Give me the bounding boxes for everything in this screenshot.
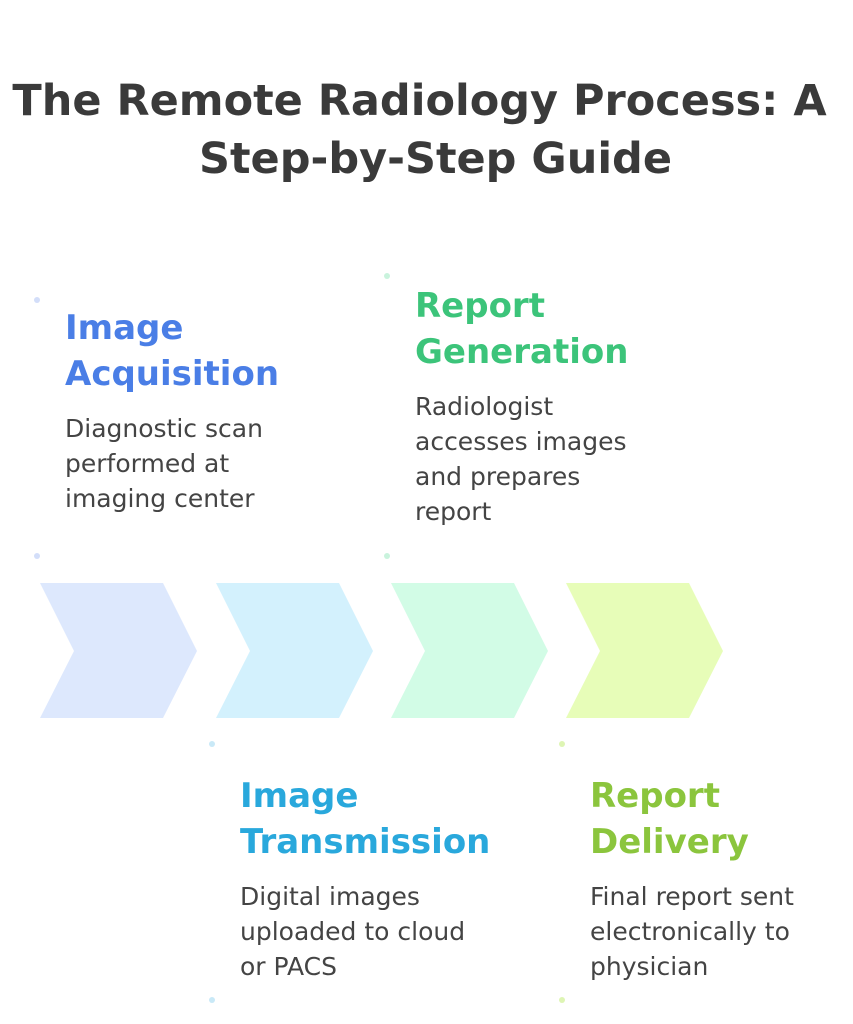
step-heading: Report Generation — [415, 283, 665, 375]
chevron-step-2 — [391, 583, 548, 718]
step-description: Digital images uploaded to cloud or PACS — [240, 882, 466, 981]
chevron-step-4 — [566, 583, 723, 718]
connector-dot — [209, 997, 215, 1003]
step-heading-line-2: Delivery — [590, 822, 749, 862]
step-heading: Image Transmission — [240, 773, 490, 865]
step-heading-line-2: Transmission — [240, 822, 491, 862]
chevron-step-1 — [40, 583, 197, 718]
title-line-2: Step-by-Step Guide — [199, 134, 672, 184]
connector-dot — [34, 297, 40, 303]
step-description: Final report sent electronically to phys… — [590, 882, 794, 981]
step-report-generation: Report Generation Radiologist accesses i… — [415, 283, 665, 529]
connector-dot — [209, 741, 215, 747]
step-image-acquisition: Image Acquisition Diagnostic scan perfor… — [65, 305, 315, 516]
step-image-transmission: Image Transmission Digital images upload… — [240, 773, 490, 984]
step-heading: Report Delivery — [590, 773, 850, 865]
connector-dot — [559, 741, 565, 747]
step-description: Diagnostic scan performed at imaging cen… — [65, 414, 263, 513]
connector-dot — [34, 553, 40, 559]
title-line-1: The Remote Radiology Process: A — [12, 76, 827, 126]
step-description: Radiologist accesses images and prepares… — [415, 392, 627, 526]
step-heading: Image Acquisition — [65, 305, 315, 397]
diagram-title: The Remote Radiology Process: A Step-by-… — [0, 72, 853, 188]
step-heading-line-1: Report — [415, 286, 545, 326]
connector-dot — [559, 997, 565, 1003]
step-heading-line-1: Image — [240, 776, 359, 816]
step-heading-line-1: Image — [65, 308, 184, 348]
connector-dot — [384, 273, 390, 279]
step-heading-line-2: Acquisition — [65, 354, 280, 394]
step-heading-line-1: Report — [590, 776, 720, 816]
step-report-delivery: Report Delivery Final report sent electr… — [590, 773, 850, 984]
chevron-step-3 — [216, 583, 373, 718]
step-heading-line-2: Generation — [415, 332, 629, 372]
connector-dot — [384, 553, 390, 559]
